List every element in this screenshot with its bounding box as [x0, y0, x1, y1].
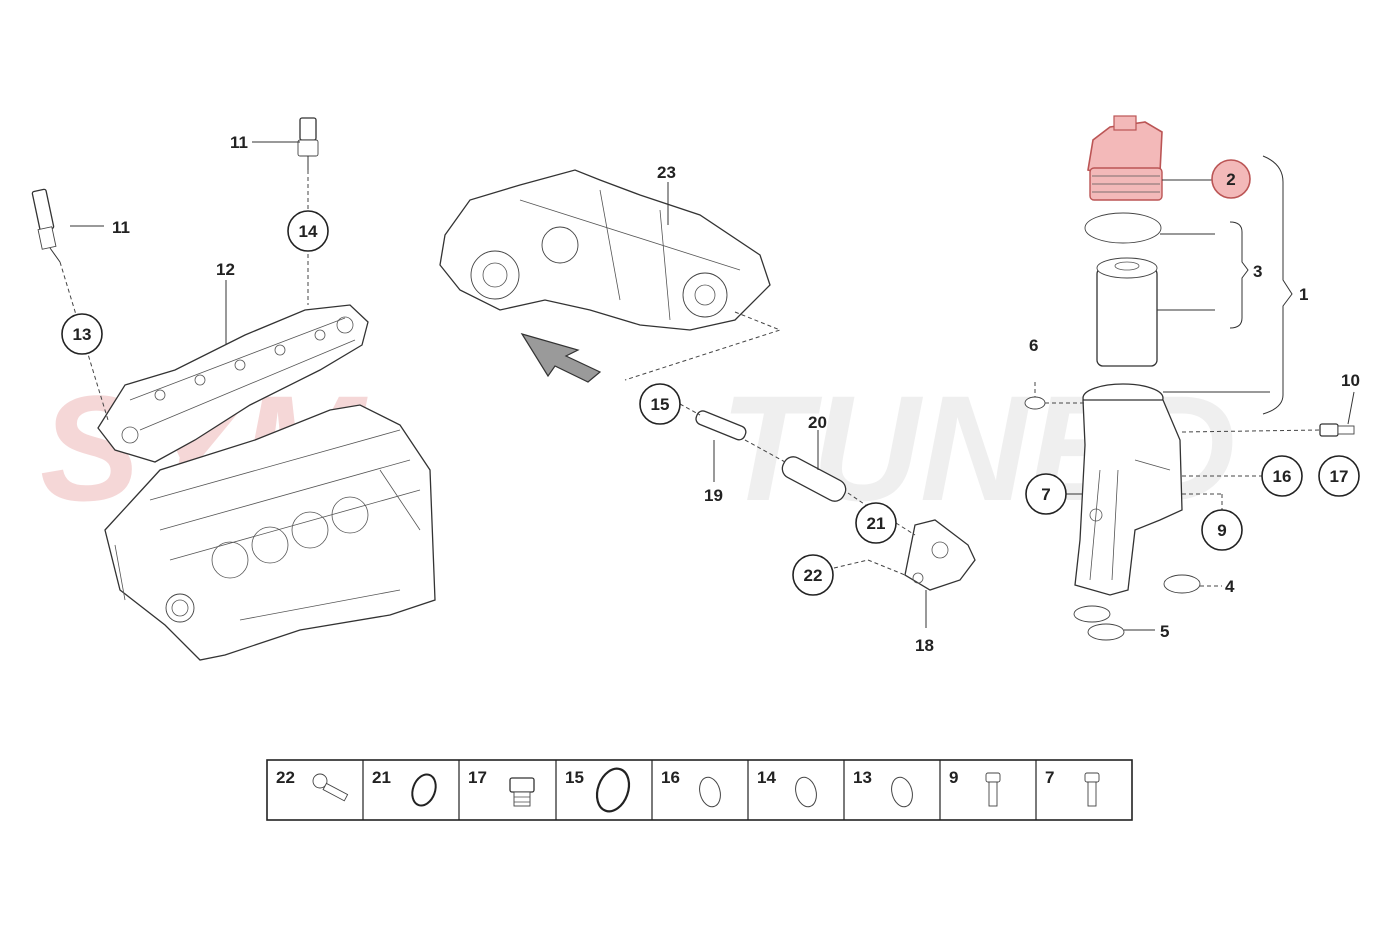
- svg-text:21: 21: [867, 514, 886, 533]
- svg-text:2: 2: [1226, 170, 1235, 189]
- o-ring-icon: [595, 767, 631, 813]
- o-ring-icon: [411, 773, 437, 807]
- circle-callout-15: 15: [639, 383, 681, 425]
- legend-cell-16: 16: [661, 768, 721, 808]
- parts-legend: 22 21 17 15 16 14 13 9: [266, 759, 1133, 821]
- circle-callout-22: 22: [792, 554, 834, 596]
- legend-cell-17: 17: [468, 768, 535, 807]
- cap-o-ring: [1084, 212, 1162, 244]
- callout-11-left: 11: [112, 218, 130, 237]
- svg-text:9: 9: [1217, 521, 1226, 540]
- callout-labels: 11 11 12 23 19 20 18 3 1 6 10 4 5: [112, 133, 1360, 655]
- o-ring-6: [1024, 396, 1046, 410]
- legend-cell-15: 15: [565, 767, 631, 813]
- circle-callout-7: 7: [1025, 473, 1067, 515]
- seal-ring-icon: [891, 776, 913, 808]
- seal-ring-icon: [699, 776, 721, 808]
- cylinder-head-cover: [97, 304, 369, 463]
- svg-text:15: 15: [651, 395, 670, 414]
- circled-callouts: 14 13 15 21 22 2 7 9 16 17: [61, 159, 1360, 596]
- svg-text:14: 14: [757, 768, 776, 787]
- callout-12: 12: [216, 260, 235, 279]
- bolt-icon: [985, 772, 1001, 807]
- seal-ring-icon: [795, 776, 817, 808]
- pressure-sensor-10: [1319, 423, 1355, 437]
- svg-text:16: 16: [1273, 467, 1292, 486]
- svg-text:13: 13: [73, 325, 92, 344]
- bracket-18: [904, 519, 976, 591]
- temperature-sensor-top: [297, 117, 319, 170]
- svg-text:22: 22: [804, 566, 823, 585]
- circle-callout-21: 21: [855, 502, 897, 544]
- callout-18: 18: [915, 636, 934, 655]
- svg-text:16: 16: [661, 768, 680, 787]
- svg-text:7: 7: [1041, 485, 1050, 504]
- svg-text:7: 7: [1045, 768, 1054, 787]
- svg-text:22: 22: [276, 768, 295, 787]
- legend-cell-21: 21: [372, 768, 437, 807]
- plug-icon: [509, 777, 535, 807]
- oil-filter-cap: [1087, 115, 1163, 201]
- svg-text:15: 15: [565, 768, 584, 787]
- legend-cell-9: 9: [949, 768, 1001, 807]
- connecting-tube-19: [695, 410, 747, 441]
- circle-callout-13: 13: [61, 313, 103, 355]
- svg-text:17: 17: [1330, 467, 1349, 486]
- svg-text:17: 17: [468, 768, 487, 787]
- circle-callout-2: 2: [1211, 159, 1251, 199]
- direction-arrow: [520, 332, 602, 383]
- temperature-sensor-left: [31, 188, 61, 263]
- callout-3: 3: [1253, 262, 1262, 281]
- callout-10: 10: [1341, 371, 1360, 390]
- legend-cell-22: 22: [276, 768, 349, 802]
- callout-1: 1: [1299, 285, 1308, 304]
- svg-text:14: 14: [299, 222, 318, 241]
- circle-callout-9: 9: [1201, 509, 1243, 551]
- legend-cell-13: 13: [853, 768, 913, 808]
- callout-11-top: 11: [230, 133, 248, 152]
- oil-pump-housing: [439, 169, 771, 331]
- engine-block: [104, 404, 436, 661]
- callout-20: 20: [808, 413, 827, 432]
- bolt-icon: [312, 773, 349, 802]
- legend-cell-14: 14: [757, 768, 817, 808]
- callout-5: 5: [1160, 622, 1169, 641]
- o-ring-4: [1163, 574, 1201, 594]
- svg-text:9: 9: [949, 768, 958, 787]
- callout-4: 4: [1225, 577, 1235, 596]
- oil-filter-housing: [1074, 383, 1183, 596]
- circle-callout-17: 17: [1318, 455, 1360, 497]
- svg-text:21: 21: [372, 768, 391, 787]
- callout-19: 19: [704, 486, 723, 505]
- oil-filter-element: [1096, 257, 1158, 367]
- bolt-icon: [1084, 772, 1100, 807]
- o-ring-5b: [1087, 623, 1125, 641]
- callout-23: 23: [657, 163, 676, 182]
- svg-text:13: 13: [853, 768, 872, 787]
- sleeve-20: [781, 456, 847, 502]
- o-ring-5a: [1073, 605, 1111, 623]
- legend-cell-7: 7: [1045, 768, 1100, 807]
- circle-callout-14: 14: [287, 210, 329, 252]
- leader-lines: [59, 141, 1355, 631]
- callout-6: 6: [1029, 336, 1038, 355]
- circle-callout-16: 16: [1261, 455, 1303, 497]
